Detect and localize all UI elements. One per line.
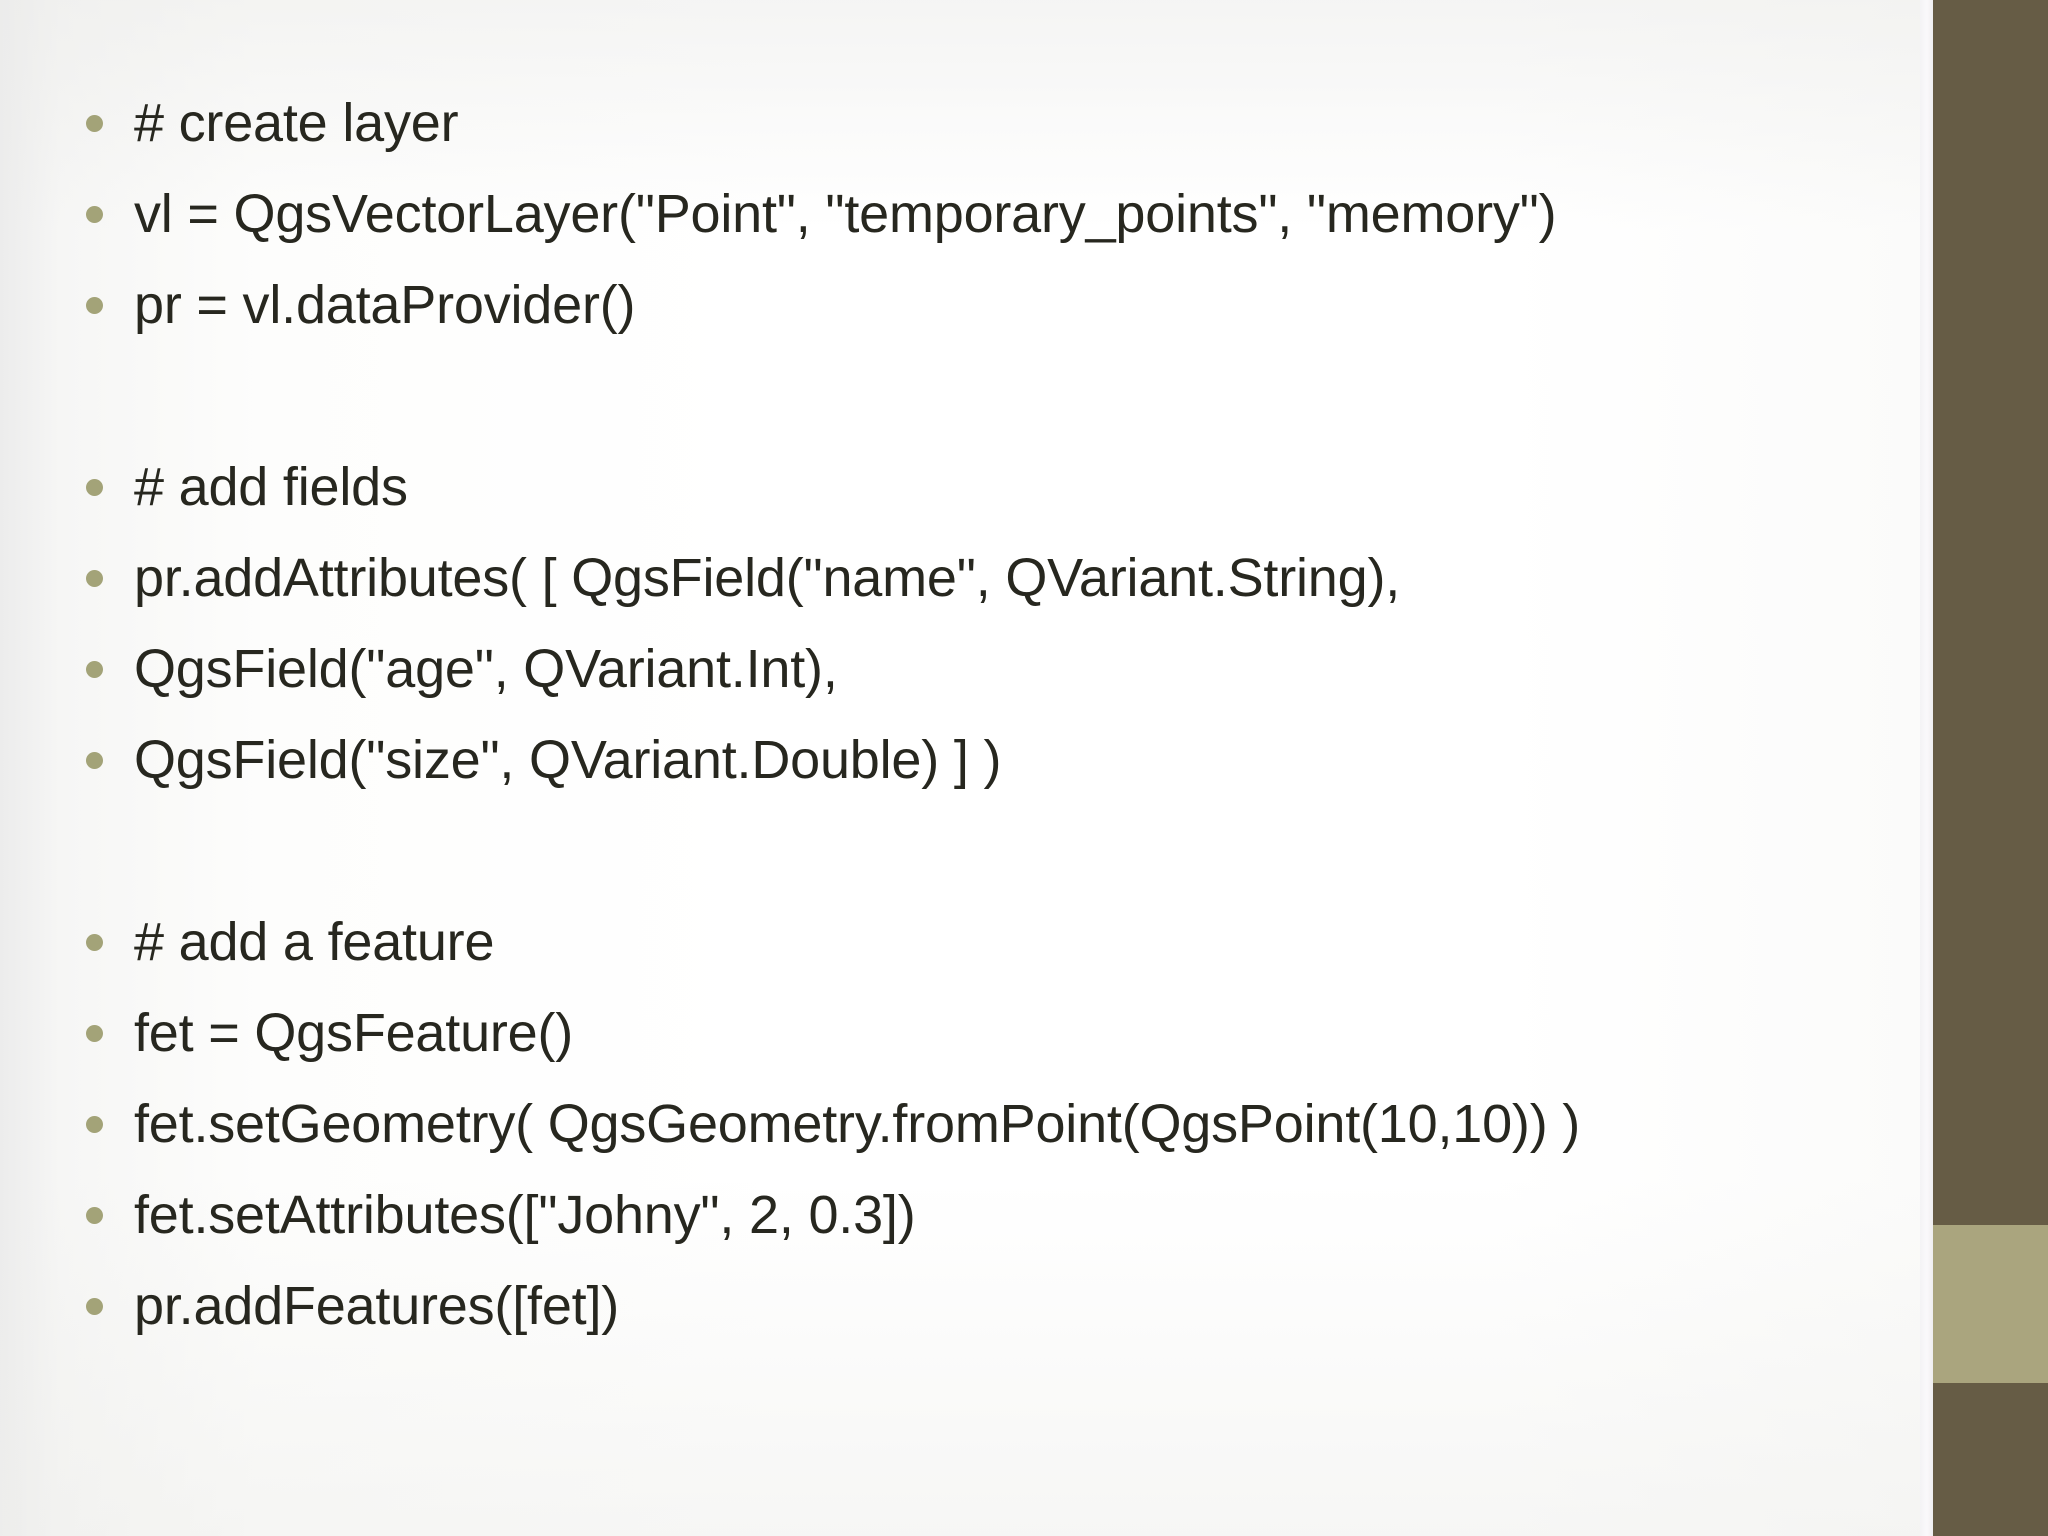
code-line-text: QgsField("size", QVariant.Double) ] ) [134,730,1002,790]
sidebar-band-top [1933,0,2048,1225]
code-bullet-list: # create layer vl = QgsVectorLayer("Point… [86,78,1886,1352]
content-panel [0,0,1920,1536]
bullet-dot-icon [86,1025,103,1042]
code-bullet-item: QgsField("age", QVariant.Int), [86,624,1886,715]
bullet-dot-icon [86,479,103,496]
bullet-dot-icon [86,934,103,951]
blank-line [86,806,1886,897]
code-line-text: pr = vl.dataProvider() [134,275,636,335]
bullet-dot-icon [86,115,103,132]
right-decorative-sidebar [1933,0,2048,1536]
code-line-text: vl = QgsVectorLayer("Point", "temporary_… [134,184,1557,244]
sidebar-band-accent [1933,1225,2048,1383]
code-line-text: # add a feature [134,912,495,972]
code-line-text: fet.setGeometry( QgsGeometry.fromPoint(Q… [134,1094,1581,1154]
code-line-text: # add fields [134,457,408,517]
code-bullet-item: fet.setAttributes(["Johny", 2, 0.3]) [86,1170,1886,1261]
code-bullet-item: pr = vl.dataProvider() [86,260,1886,351]
code-bullet-item: fet.setGeometry( QgsGeometry.fromPoint(Q… [86,1079,1886,1170]
code-line-text: fet = QgsFeature() [134,1003,574,1063]
code-bullet-item: QgsField("size", QVariant.Double) ] ) [86,715,1886,806]
bullet-dot-icon [86,661,103,678]
bullet-dot-icon [86,752,103,769]
code-line-text: QgsField("age", QVariant.Int), [134,639,838,699]
code-line-text: pr.addAttributes( [ QgsField("name", QVa… [134,548,1401,608]
bullet-dot-icon [86,1298,103,1315]
bullet-dot-icon [86,1207,103,1224]
code-bullet-item: pr.addFeatures([fet]) [86,1261,1886,1352]
sidebar-gutter [1920,0,1933,1536]
code-bullet-item: vl = QgsVectorLayer("Point", "temporary_… [86,169,1886,260]
code-bullet-item: pr.addAttributes( [ QgsField("name", QVa… [86,533,1886,624]
code-line-text: fet.setAttributes(["Johny", 2, 0.3]) [134,1185,916,1245]
code-bullet-item: # create layer [86,78,1886,169]
code-line-text: pr.addFeatures([fet]) [134,1276,620,1336]
bullet-dot-icon [86,297,103,314]
bullet-dot-icon [86,1116,103,1133]
code-line-text: # create layer [134,93,459,153]
blank-line [86,351,1886,442]
code-bullet-item: # add a feature [86,897,1886,988]
bullet-dot-icon [86,570,103,587]
sidebar-band-bottom [1933,1383,2048,1536]
bullet-dot-icon [86,206,103,223]
code-bullet-item: # add fields [86,442,1886,533]
code-bullet-item: fet = QgsFeature() [86,988,1886,1079]
